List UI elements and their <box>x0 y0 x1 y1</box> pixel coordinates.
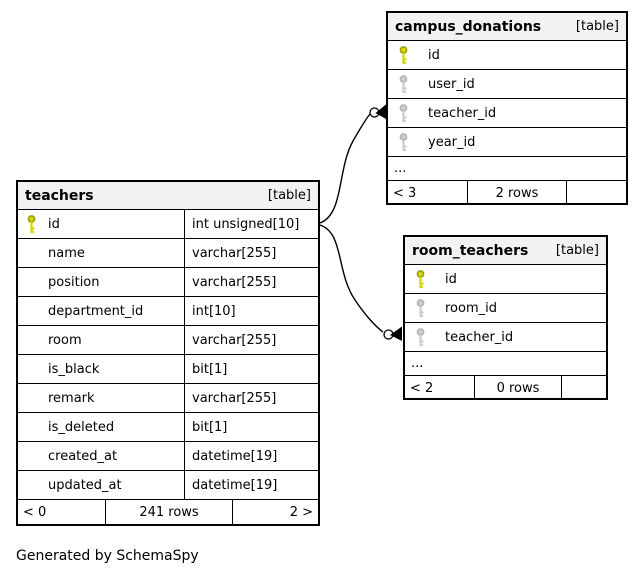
row-count: 2 rows <box>468 181 567 205</box>
column-type: datetime[19] <box>184 471 318 499</box>
column-type: datetime[19] <box>184 442 318 470</box>
ellipsis-row: ... <box>388 157 626 181</box>
column-row-year-id[interactable]: year_id <box>388 128 626 157</box>
parents-count: < 2 <box>405 376 475 400</box>
column-row-name[interactable]: name varchar[255] <box>18 239 318 268</box>
column-type: varchar[255] <box>184 268 318 296</box>
column-row-department-id[interactable]: department_id int[10] <box>18 297 318 326</box>
table-name[interactable]: campus_donations <box>395 18 542 35</box>
column-row-updated-at[interactable]: updated_at datetime[19] <box>18 471 318 500</box>
foreign-key-icon <box>394 103 428 124</box>
edge-teachers-campus-donations <box>319 104 386 224</box>
row-count: 241 rows <box>106 500 233 524</box>
column-name: is_black <box>48 361 100 377</box>
column-name: user_id <box>428 76 475 92</box>
column-type: varchar[255] <box>184 384 318 412</box>
table-room-teachers: room_teachers [table] id room_id teacher… <box>403 235 608 400</box>
column-name: teacher_id <box>428 105 497 121</box>
foreign-key-icon <box>411 327 445 348</box>
column-name: is_deleted <box>48 419 115 435</box>
row-count: 0 rows <box>475 376 562 400</box>
column-name: position <box>48 274 100 290</box>
column-name: room_id <box>445 300 497 316</box>
table-name[interactable]: teachers <box>25 187 94 204</box>
column-row-room-id[interactable]: room_id <box>405 294 606 323</box>
table-teachers: teachers [table] id int unsigned[10] nam… <box>16 180 320 526</box>
column-row-id[interactable]: id int unsigned[10] <box>18 210 318 239</box>
column-type: bit[1] <box>184 355 318 383</box>
column-name: name <box>48 245 85 261</box>
column-row-is-deleted[interactable]: is_deleted bit[1] <box>18 413 318 442</box>
parents-count: < 0 <box>18 500 106 524</box>
primary-key-icon <box>394 45 428 66</box>
column-row-id[interactable]: id <box>388 41 626 70</box>
table-campus-donations-header[interactable]: campus_donations [table] <box>388 13 626 41</box>
column-row-teacher-id[interactable]: teacher_id <box>388 99 626 128</box>
children-count <box>567 181 626 205</box>
table-type-label: [table] <box>575 19 619 34</box>
column-row-position[interactable]: position varchar[255] <box>18 268 318 297</box>
column-name: department_id <box>48 303 144 319</box>
column-row-is-black[interactable]: is_black bit[1] <box>18 355 318 384</box>
ellipsis-row: ... <box>405 352 606 376</box>
arrowhead-icon <box>390 326 402 341</box>
children-count: 2 > <box>289 504 313 520</box>
table-name[interactable]: room_teachers <box>412 242 529 259</box>
arrowhead-icon <box>375 104 386 119</box>
primary-key-icon <box>411 269 445 290</box>
table-type-label: [table] <box>555 243 599 258</box>
column-name: id <box>445 271 457 287</box>
column-name: room <box>48 332 82 348</box>
column-row-user-id[interactable]: user_id <box>388 70 626 99</box>
column-name: created_at <box>48 448 118 464</box>
generator-note: Generated by SchemaSpy <box>16 548 199 564</box>
column-type: bit[1] <box>184 413 318 441</box>
column-type: int unsigned[10] <box>184 210 318 238</box>
column-type: int[10] <box>184 297 318 325</box>
parents-count: < 3 <box>388 181 468 205</box>
column-row-created-at[interactable]: created_at datetime[19] <box>18 442 318 471</box>
column-name: id <box>428 47 440 63</box>
table-campus-donations-footer: < 3 2 rows <box>388 181 626 205</box>
edge-teachers-room-teachers <box>319 224 402 341</box>
table-teachers-footer: < 0 241 rows 2 > <box>18 500 318 524</box>
column-type: varchar[255] <box>184 239 318 267</box>
column-name: updated_at <box>48 477 122 493</box>
column-row-remark[interactable]: remark varchar[255] <box>18 384 318 413</box>
column-row-room[interactable]: room varchar[255] <box>18 326 318 355</box>
column-name: teacher_id <box>445 329 514 345</box>
column-name: remark <box>48 390 95 406</box>
table-campus-donations: campus_donations [table] id user_id teac… <box>386 11 628 205</box>
column-name: year_id <box>428 134 476 150</box>
table-room-teachers-header[interactable]: room_teachers [table] <box>405 237 606 265</box>
table-room-teachers-footer: < 2 0 rows <box>405 376 606 400</box>
foreign-key-icon <box>394 74 428 95</box>
column-row-teacher-id[interactable]: teacher_id <box>405 323 606 352</box>
column-row-id[interactable]: id <box>405 265 606 294</box>
primary-key-icon <box>22 214 48 235</box>
column-type: varchar[255] <box>184 326 318 354</box>
column-name: id <box>48 216 60 232</box>
children-count <box>562 376 606 400</box>
foreign-key-icon <box>394 132 428 153</box>
foreign-key-icon <box>411 298 445 319</box>
table-type-label: [table] <box>267 188 311 203</box>
table-teachers-header[interactable]: teachers [table] <box>18 182 318 210</box>
